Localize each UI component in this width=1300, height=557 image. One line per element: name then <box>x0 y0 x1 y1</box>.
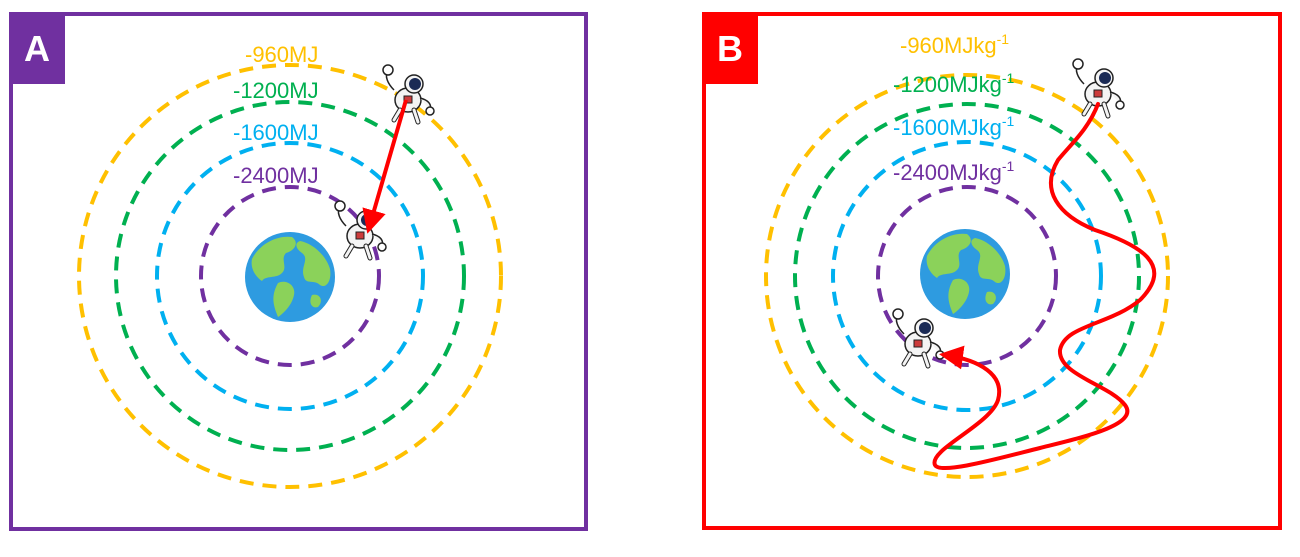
label-1200-a: -1200MJ <box>233 78 319 103</box>
label-960-a: -960MJ <box>245 42 318 67</box>
label-960-b: -960MJkg-1 <box>900 31 1009 58</box>
astronaut-icon <box>383 65 434 122</box>
unit-exponent: -1 <box>1002 113 1015 129</box>
panel-b-tag: B <box>717 28 743 69</box>
label-1200-b: -1200MJkg-1 <box>893 70 1015 97</box>
label-2400-b-text: -2400MJkg <box>893 160 1002 185</box>
unit-exponent: -1 <box>997 31 1010 47</box>
label-1600-b: -1600MJkg-1 <box>893 113 1015 140</box>
label-1200-b-text: -1200MJkg <box>893 72 1002 97</box>
astronaut-icon <box>335 201 386 258</box>
panel-b: B -960MJkg-1 -1200MJkg-1 -1600MJkg-1 -24… <box>702 12 1280 528</box>
label-960-b-text: -960MJkg <box>900 33 997 58</box>
label-1600-a: -1600MJ <box>233 120 319 145</box>
unit-exponent: -1 <box>1002 158 1015 174</box>
panel-a-tag: A <box>24 28 50 69</box>
transition-arrow-a <box>369 100 406 228</box>
earth-icon <box>920 229 1010 319</box>
label-2400-a: -2400MJ <box>233 163 319 188</box>
earth-icon <box>245 232 335 322</box>
panel-a: A -960MJ -1200MJ -1600MJ -2400MJ <box>9 12 586 529</box>
label-1600-b-text: -1600MJkg <box>893 115 1002 140</box>
label-2400-b: -2400MJkg-1 <box>893 158 1015 185</box>
unit-exponent: -1 <box>1002 70 1015 86</box>
